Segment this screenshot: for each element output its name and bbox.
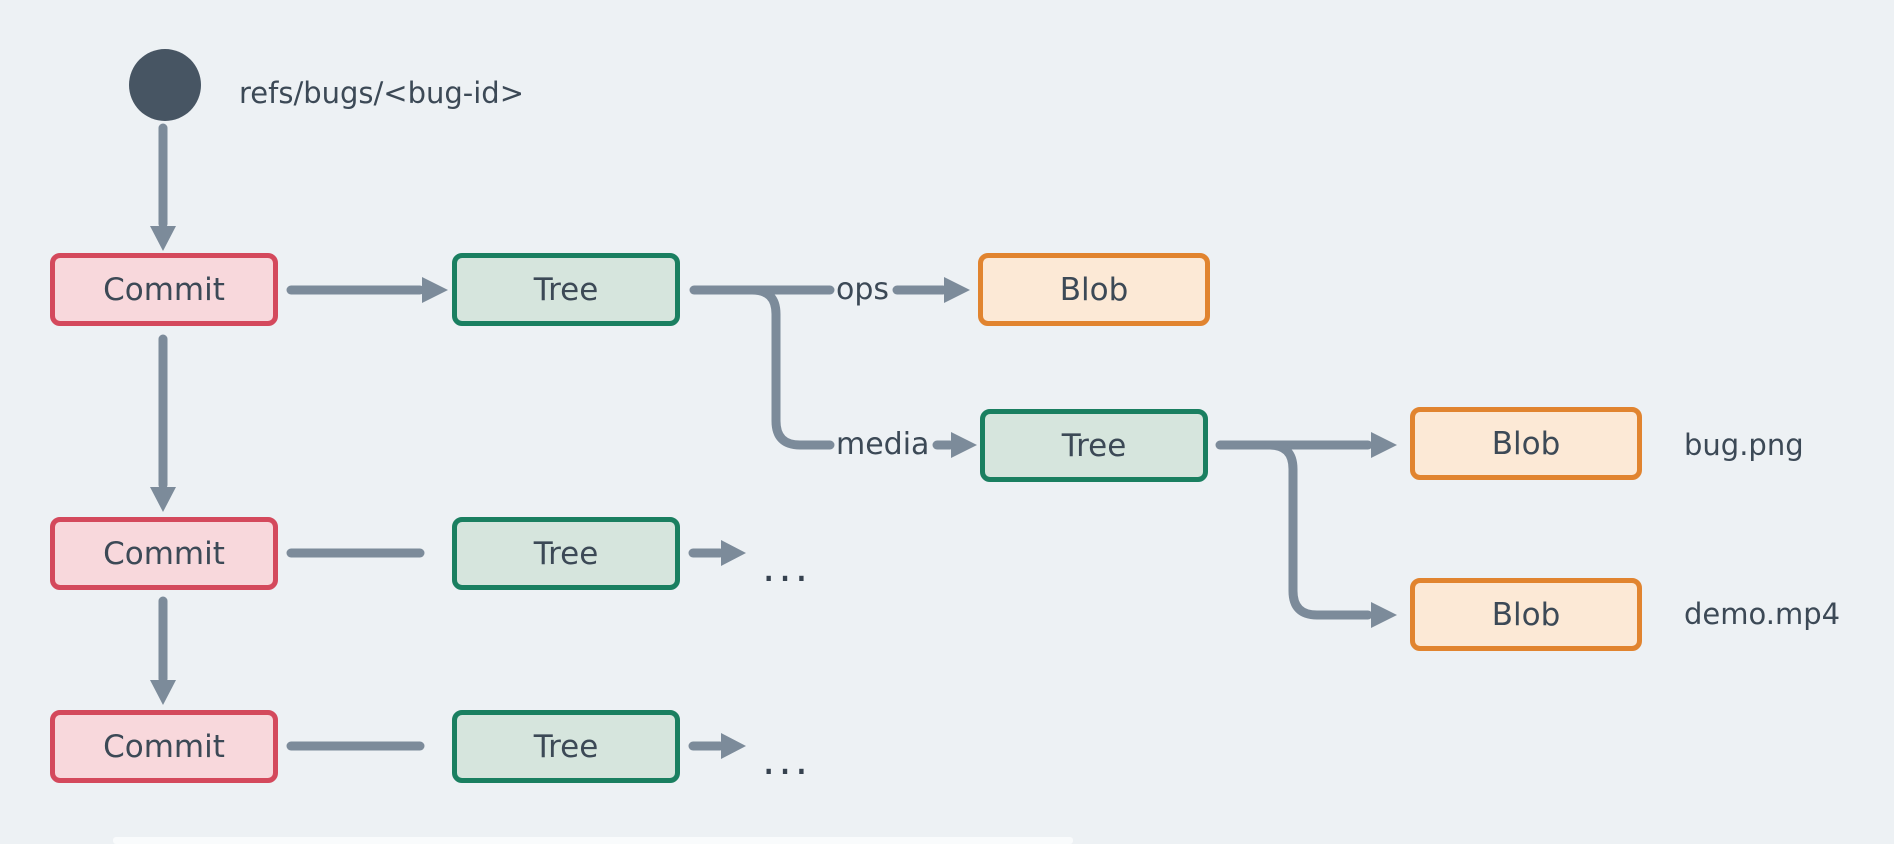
edge-label-media: media xyxy=(836,427,930,462)
arrowhead-right-icon xyxy=(951,432,977,458)
arrowhead-down-icon xyxy=(150,487,176,512)
arrowhead-down-icon xyxy=(150,226,176,251)
tree-node-label: Tree xyxy=(533,271,599,308)
tree-node-3: Tree xyxy=(452,710,680,783)
commit-node-2: Commit xyxy=(50,517,278,590)
file-label-bug: bug.png xyxy=(1684,428,1804,462)
edge-label-ops: ops xyxy=(836,272,890,307)
tree-node-2: Tree xyxy=(452,517,680,590)
ellipsis-row3: ... xyxy=(762,735,812,784)
tree-node-label: Tree xyxy=(533,535,599,572)
commit-node-label: Commit xyxy=(103,728,225,765)
arrowhead-right-icon xyxy=(721,733,746,759)
blob-node-label: Blob xyxy=(1491,425,1561,462)
file-label-demo: demo.mp4 xyxy=(1684,597,1841,631)
commit-node-label: Commit xyxy=(103,271,225,308)
ellipsis-row2: ... xyxy=(762,542,812,591)
blob-node-label: Blob xyxy=(1059,271,1129,308)
blob-node-ops: Blob xyxy=(978,253,1210,326)
commit-node-1: Commit xyxy=(50,253,278,326)
arrowhead-right-icon xyxy=(944,277,970,303)
edge-tree2-to-blobdemo xyxy=(1264,440,1373,620)
ref-label: refs/bugs/<bug-id> xyxy=(239,76,525,110)
tree-node-label: Tree xyxy=(1061,427,1127,464)
blob-node-bug: Blob xyxy=(1410,407,1642,480)
tree-node-label: Tree xyxy=(533,728,599,765)
blob-node-label: Blob xyxy=(1491,596,1561,633)
tree-node-1: Tree xyxy=(452,253,680,326)
window-edge-artifact xyxy=(113,837,1073,844)
arrowhead-right-icon xyxy=(422,277,448,303)
commit-node-3: Commit xyxy=(50,710,278,783)
arrowhead-right-icon xyxy=(1371,432,1397,458)
arrowhead-right-icon xyxy=(1371,602,1397,628)
edge-tree1-to-media xyxy=(747,285,835,450)
tree-node-media: Tree xyxy=(980,409,1208,482)
arrowhead-right-icon xyxy=(721,540,746,566)
blob-node-demo: Blob xyxy=(1410,578,1642,651)
ref-head-circle-icon xyxy=(129,49,201,121)
commit-node-label: Commit xyxy=(103,535,225,572)
arrowhead-down-icon xyxy=(150,680,176,705)
